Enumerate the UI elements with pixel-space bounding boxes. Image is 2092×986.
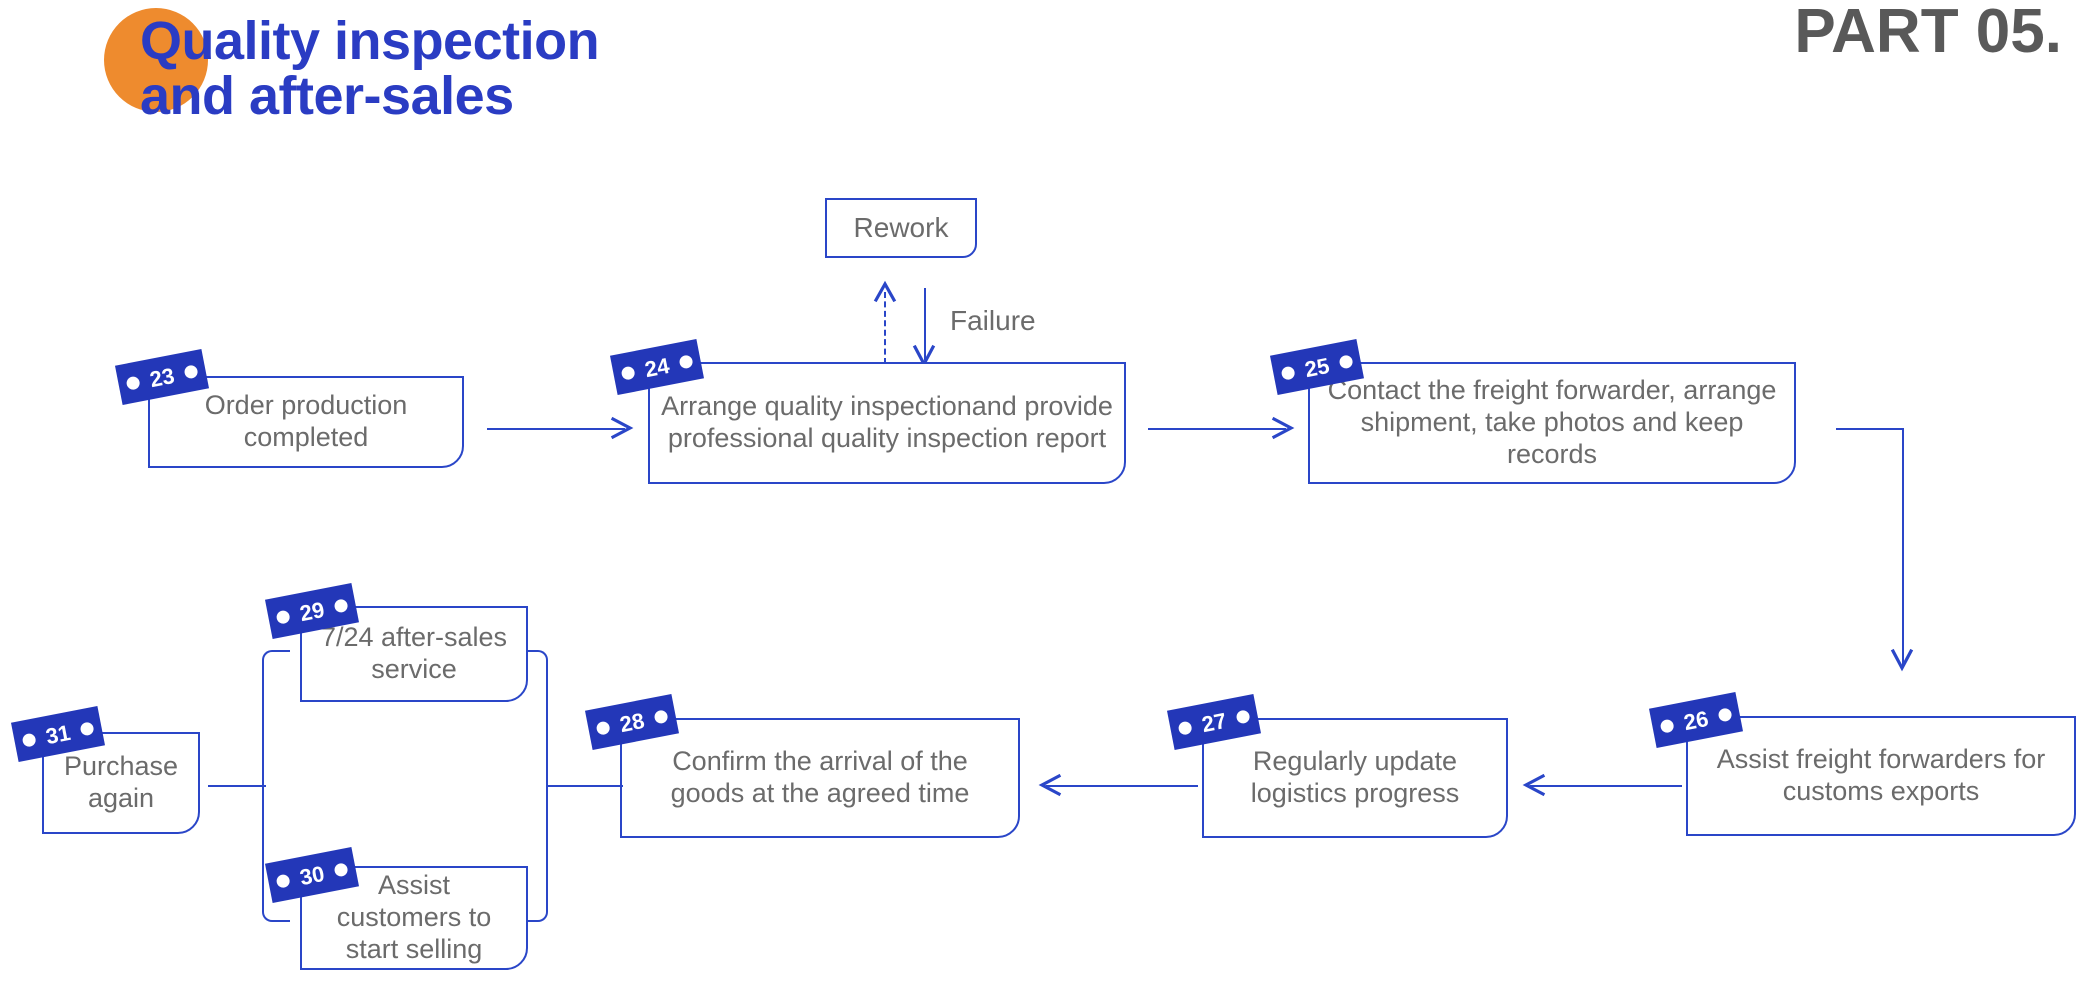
edge-25-26-arrowhead (1890, 648, 1914, 672)
badge-dot-left (1280, 365, 1296, 381)
badge-dot-right (333, 861, 349, 877)
badge-dot-right (653, 708, 669, 724)
edge-rework-return-line (884, 292, 886, 364)
edge-28-group-stub (547, 785, 623, 787)
badge-number: 29 (297, 596, 327, 627)
badge-dot-right (1235, 708, 1251, 724)
badge-dot-left (21, 732, 37, 748)
edge-rework-return-arrowhead (873, 280, 897, 303)
orange-accent-circle (104, 8, 208, 112)
badge-number: 28 (617, 707, 647, 738)
badge-dot-left (595, 720, 611, 736)
edge-24-25-line (1148, 428, 1286, 430)
badge-number: 31 (43, 719, 73, 750)
badge-dot-right (678, 353, 694, 369)
node-26[interactable]: Assist freight forwarders for customs ex… (1686, 716, 2076, 836)
badge-dot-right (333, 597, 349, 613)
badge-number: 23 (147, 362, 177, 393)
edge-25-26-horizontal (1836, 428, 1904, 430)
node-25[interactable]: Contact the freight forwarder, arrange s… (1308, 362, 1796, 484)
badge-dot-left (275, 609, 291, 625)
badge-dot-right (1717, 706, 1733, 722)
badge-dot-left (1177, 720, 1193, 736)
node-31[interactable]: Purchase again (42, 732, 200, 834)
node-23[interactable]: Order production completed (148, 376, 464, 468)
node-27[interactable]: Regularly update logistics progress (1202, 718, 1508, 838)
edge-label-failure: Failure (950, 305, 1036, 336)
badge-number: 25 (1302, 352, 1332, 383)
edge-27-28-arrowhead (1038, 773, 1062, 797)
page-title: Quality inspection and after-sales (140, 11, 600, 127)
badge-dot-right (79, 720, 95, 736)
node-rework[interactable]: Rework (825, 198, 977, 258)
group-bracket-right (520, 650, 548, 922)
edge-24-25-arrowhead (1271, 416, 1295, 440)
badge-number: 26 (1681, 705, 1711, 736)
edge-23-24-line (487, 428, 625, 430)
edge-23-24-arrowhead (610, 416, 634, 440)
badge-dot-right (183, 363, 199, 379)
edge-group-31-stub (208, 785, 266, 787)
edge-26-27-line (1530, 785, 1682, 787)
node-24[interactable]: Arrange quality inspectionand provide pr… (648, 362, 1126, 484)
badge-dot-left (1659, 718, 1675, 734)
node-28[interactable]: Confirm the arrival of the goods at the … (620, 718, 1020, 838)
badge-number: 24 (642, 352, 672, 383)
node-29[interactable]: 7/24 after-sales service (300, 606, 528, 702)
part-number-label: PART 05. (1794, 0, 2062, 66)
badge-number: 30 (297, 860, 327, 891)
edge-failure-line (924, 288, 926, 360)
edge-25-26-vertical (1902, 428, 1904, 666)
edge-27-28-line (1046, 785, 1198, 787)
badge-dot-left (620, 365, 636, 381)
badge-dot-left (275, 873, 291, 889)
badge-dot-right (1338, 353, 1354, 369)
badge-dot-left (125, 375, 141, 391)
edge-26-27-arrowhead (1522, 773, 1546, 797)
badge-number: 27 (1199, 707, 1229, 738)
